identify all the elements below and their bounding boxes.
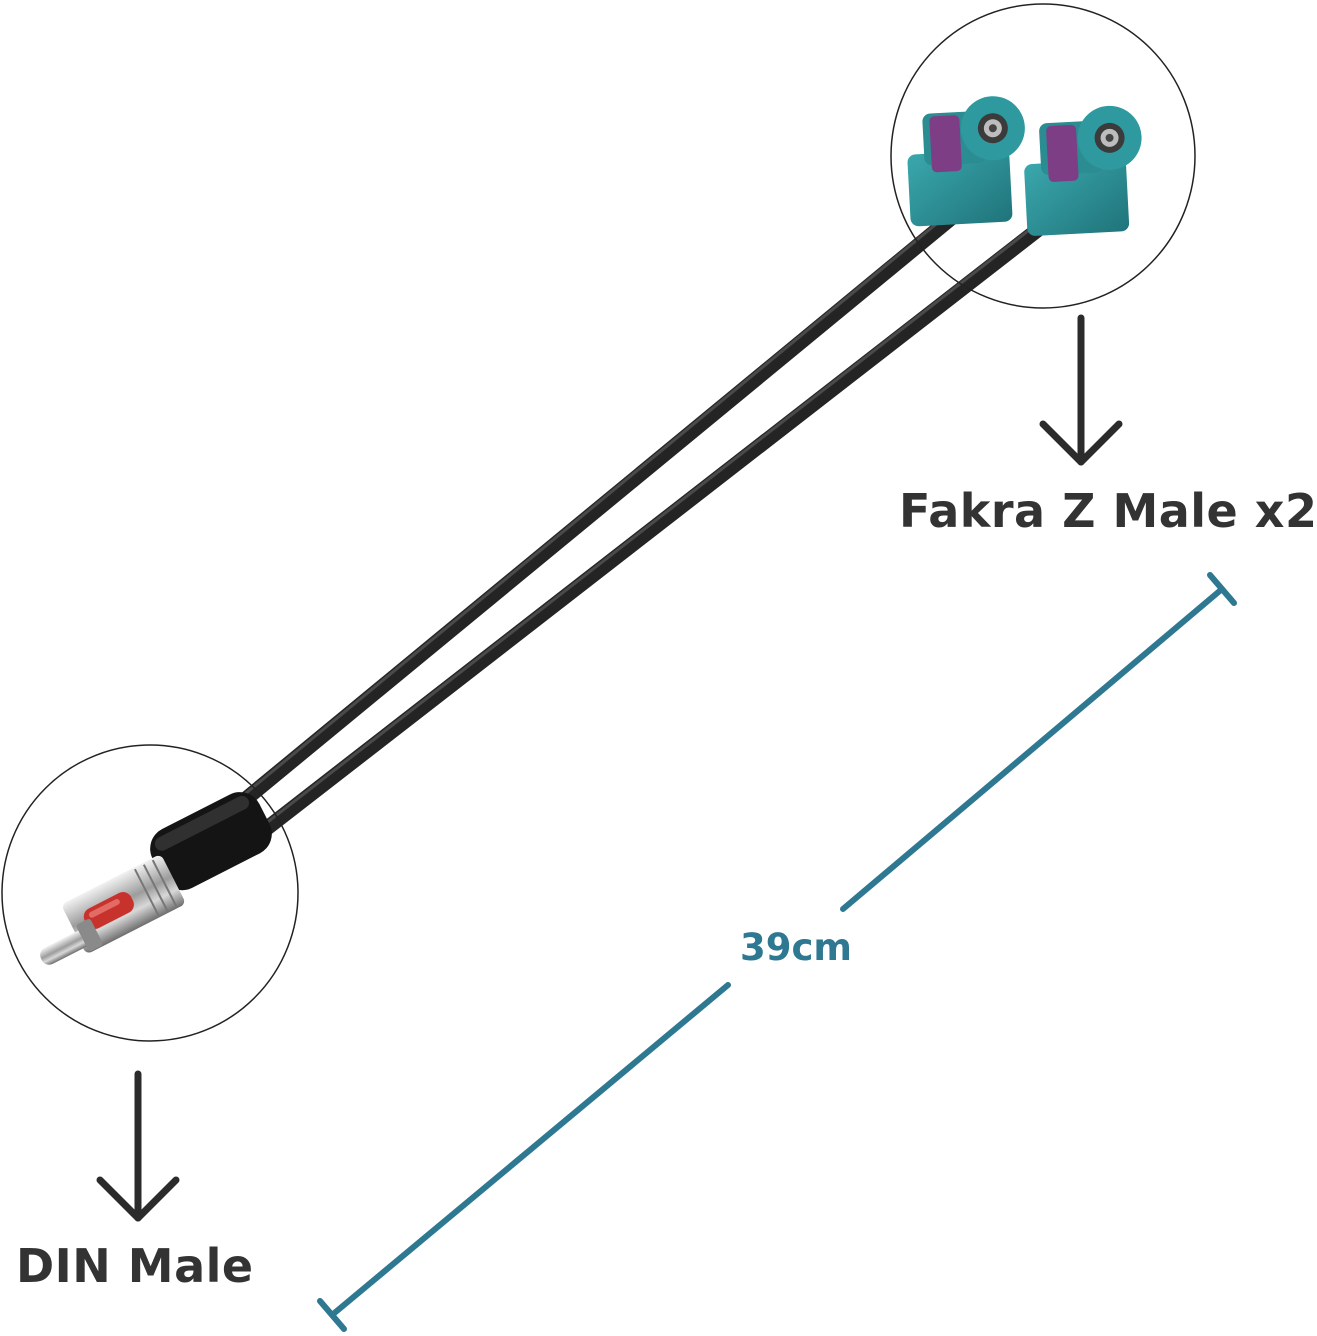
fakra-arrow-icon (1039, 314, 1123, 466)
length-dimension-line (317, 572, 1237, 1332)
cable-length-label: 39cm (740, 926, 852, 969)
product-illustration (1, 3, 1237, 1332)
din-arrow-icon (96, 1070, 180, 1222)
cable-right (254, 220, 1048, 840)
fakra-connector-left (907, 96, 1025, 227)
fakra-magnifier-circle (890, 3, 1196, 309)
cable-left (222, 207, 963, 820)
din-connector (40, 792, 272, 965)
din-magnifier-circle (1, 744, 299, 1042)
cable-pair (222, 207, 1048, 840)
din-connector-label: DIN Male (16, 1239, 254, 1293)
fakra-connector-right (1024, 105, 1142, 236)
fakra-connector-label: Fakra Z Male x2 (899, 484, 1317, 538)
